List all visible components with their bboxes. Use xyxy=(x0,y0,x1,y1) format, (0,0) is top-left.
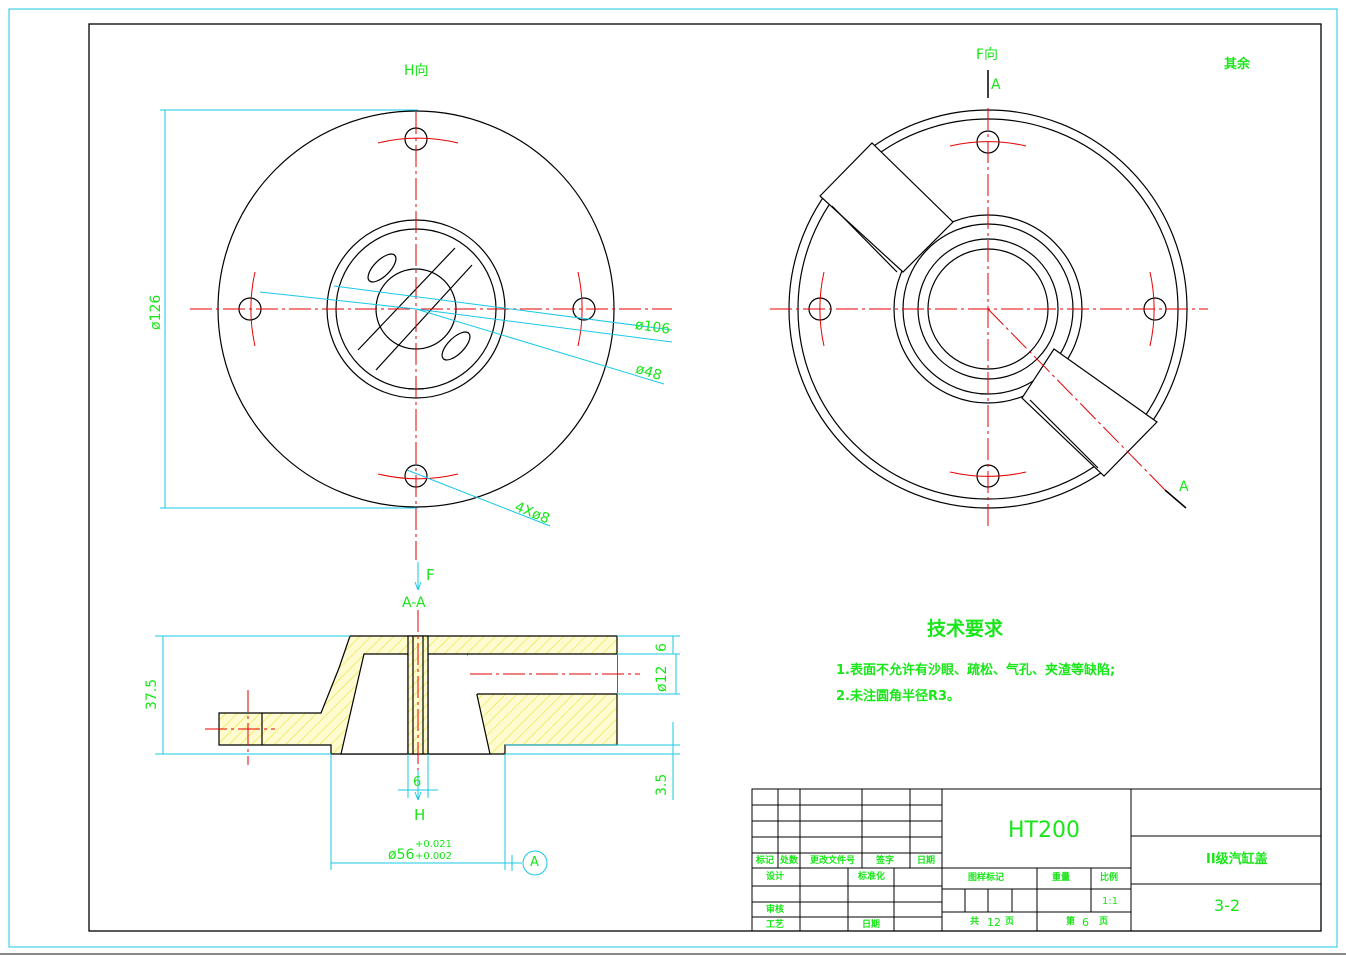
h-view-label: H向 xyxy=(404,63,429,79)
dim-dia56: ø56 xyxy=(388,847,415,863)
tb-sign: 签字 xyxy=(876,856,895,866)
material: HT200 xyxy=(1008,818,1080,843)
corner-note: 其余 xyxy=(1224,57,1251,72)
tb-sheet-suf: 页 xyxy=(1099,917,1109,927)
dim-d3-5: 3.5 xyxy=(654,773,670,796)
datum-a-label: A xyxy=(530,855,539,870)
tb-date: 日期 xyxy=(862,920,881,930)
dim-tol-lower: +0.002 xyxy=(415,851,453,862)
title-block xyxy=(751,788,1322,932)
dim-dia126: ø126 xyxy=(148,294,164,330)
tb-total-pre: 共 xyxy=(970,917,980,927)
tb-sheet-pre: 第 xyxy=(1066,917,1076,927)
tb-review: 审核 xyxy=(766,905,785,915)
tb-scale: 1:1 xyxy=(1102,896,1119,907)
tb-stage: 图样标记 xyxy=(968,873,1005,883)
inner-frame xyxy=(88,23,1322,932)
outer-border xyxy=(8,8,1338,948)
tb-total: 12 xyxy=(987,916,1001,929)
tb-count: 处数 xyxy=(780,856,799,866)
tb-doc: 更改文件号 xyxy=(810,856,856,866)
tb-mark: 标记 xyxy=(756,856,775,866)
tb-scale-label: 比例 xyxy=(1100,873,1119,883)
tech-line-2: 2.未注圆角半径R3。 xyxy=(836,689,961,704)
drawing-number: 3-2 xyxy=(1214,896,1241,915)
tb-weight: 重量 xyxy=(1052,873,1071,883)
h-view xyxy=(190,110,672,560)
tech-title: 技术要求 xyxy=(927,618,1004,640)
tech-line-1: 1.表面不允许有沙眼、疏松、气孔、夹渣等缺陷; xyxy=(836,663,1116,678)
section-dimensions xyxy=(155,635,680,876)
tb-sheet: 6 xyxy=(1082,916,1089,929)
dim-d6-top: 6 xyxy=(654,643,670,652)
dim-tol-upper: +0.021 xyxy=(415,839,453,850)
dim-h37-5: 37.5 xyxy=(144,678,160,710)
tb-date-h: 日期 xyxy=(917,856,936,866)
tb-process: 工艺 xyxy=(766,920,785,930)
section-view xyxy=(205,610,640,790)
section-cut-label-bottom: A xyxy=(1179,479,1189,495)
section-label: A-A xyxy=(402,595,426,611)
f-view-label: F向 xyxy=(976,47,999,63)
dim-dia12: ø12 xyxy=(654,665,670,692)
arrow-h-label: H xyxy=(414,806,426,824)
tb-standard: 标准化 xyxy=(858,872,886,882)
dim-d6-bottom: 6 xyxy=(413,775,422,790)
h-view-dimensions xyxy=(160,109,673,591)
arrow-f-label: F xyxy=(426,566,435,584)
part-name: II级汽缸盖 xyxy=(1206,852,1268,867)
tb-total-suf: 页 xyxy=(1005,917,1015,927)
section-cut-label-top: A xyxy=(991,77,1001,93)
tb-design: 设计 xyxy=(766,872,785,882)
f-view xyxy=(770,70,1208,530)
